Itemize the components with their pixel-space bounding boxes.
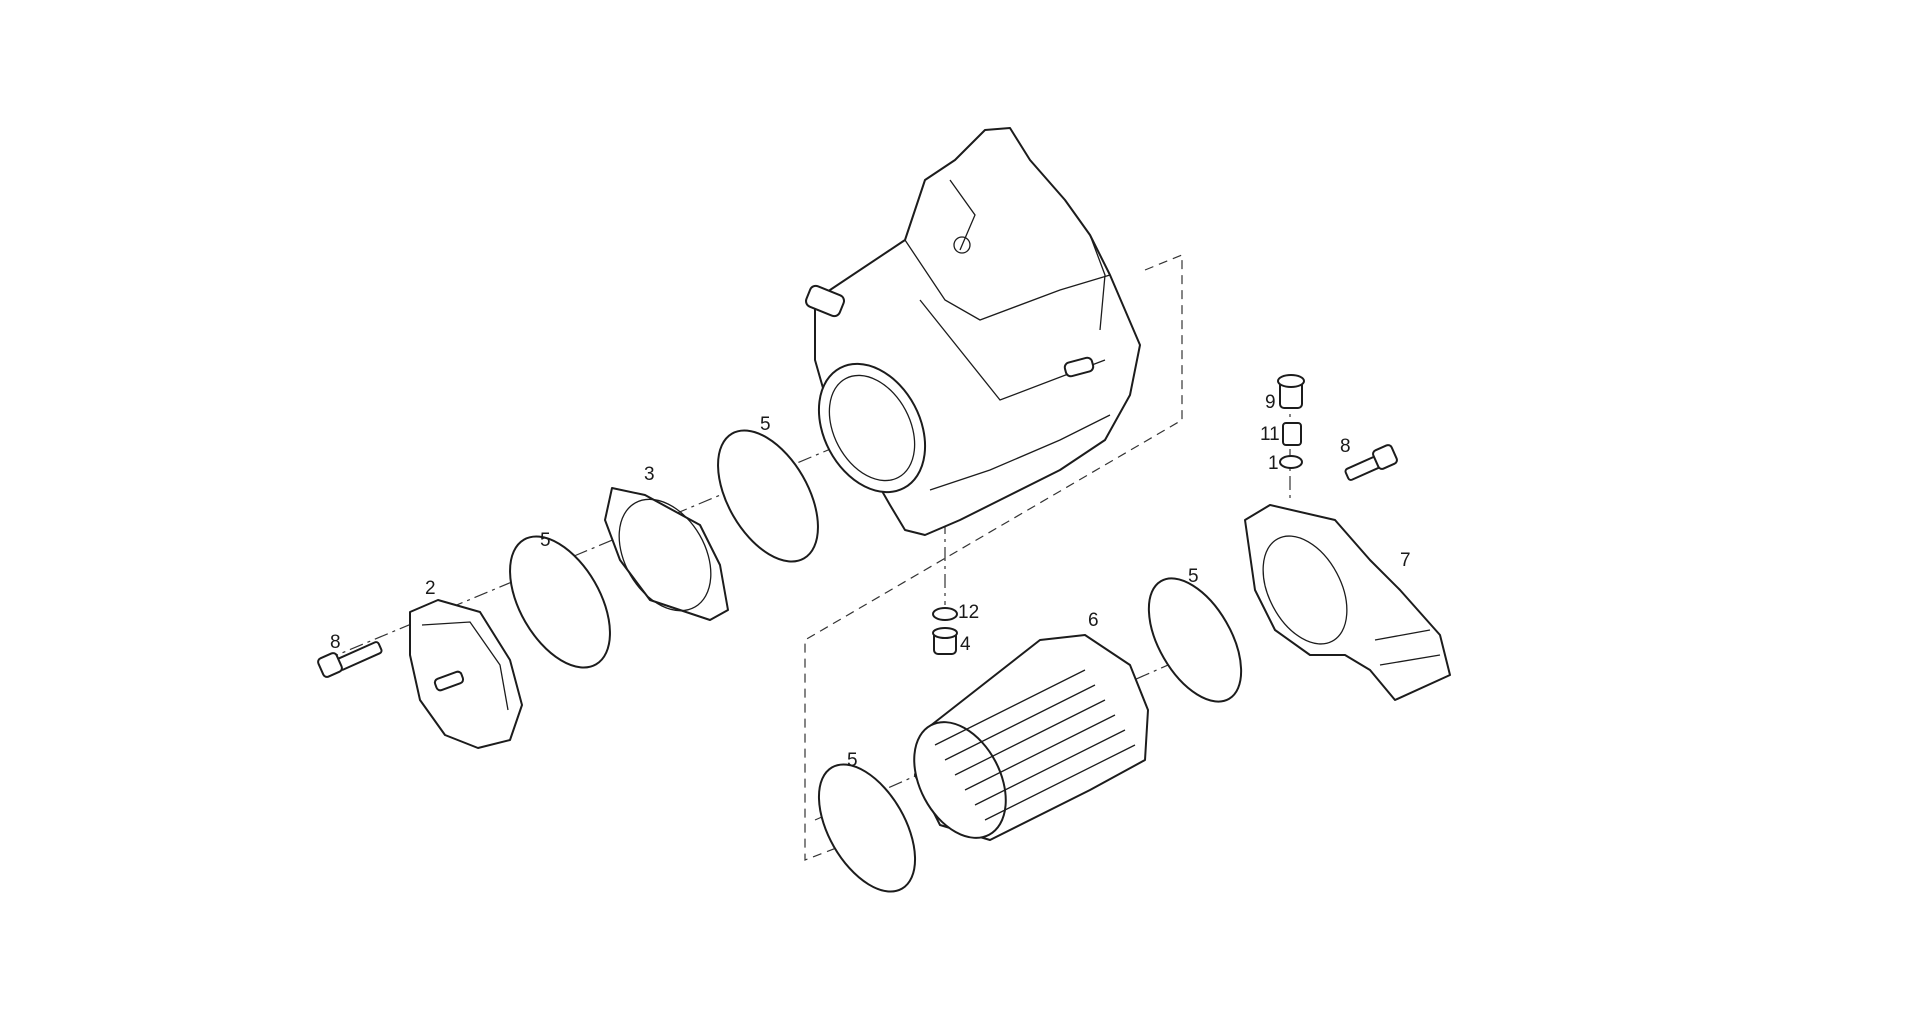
- part-12-seal-ring: [932, 607, 958, 621]
- part-6-filter-element: [913, 634, 1149, 841]
- part-1-washer: [1279, 455, 1303, 469]
- callout-12: 12: [958, 602, 979, 623]
- part-5-o-ring-upper: [717, 429, 819, 563]
- callout-labels: 8 2 5 3 5 12 4 6 5 7 9 11 1 8 5: [330, 392, 1411, 771]
- callout-8-left: 8: [330, 632, 341, 653]
- part-5-o-ring-left: [509, 535, 611, 669]
- part-3-gasket: [604, 487, 729, 621]
- callout-5-lower: 5: [847, 750, 858, 771]
- callout-1: 1: [1268, 453, 1279, 474]
- main-axis-line: [324, 419, 901, 661]
- part-2-cover: [409, 599, 523, 749]
- callout-5-right: 5: [1188, 566, 1199, 587]
- callout-2: 2: [425, 578, 436, 599]
- callout-9: 9: [1265, 392, 1276, 413]
- callout-8-right: 8: [1340, 436, 1351, 457]
- part-11-fitting: [1282, 422, 1302, 446]
- part-5-o-ring-right: [1147, 577, 1243, 703]
- part-5-o-ring-lower: [817, 763, 917, 893]
- callout-3: 3: [644, 464, 655, 485]
- part-8-bolt-left: [317, 641, 383, 678]
- assembly-bracket-line: [804, 254, 1183, 861]
- part-8-bolt-right: [1344, 444, 1398, 481]
- callout-7: 7: [1400, 550, 1411, 571]
- main-housing: [805, 127, 1141, 536]
- callout-4: 4: [960, 634, 971, 655]
- callout-6: 6: [1088, 610, 1099, 631]
- part-4-drain-plug: [932, 627, 958, 655]
- callout-11: 11: [1260, 424, 1280, 445]
- alignment-lines: [324, 254, 1291, 861]
- callout-5-upper: 5: [760, 414, 771, 435]
- part-7-outlet-elbow: [1244, 504, 1451, 701]
- part-9-plug: [1277, 374, 1305, 409]
- callout-5-left: 5: [540, 530, 551, 551]
